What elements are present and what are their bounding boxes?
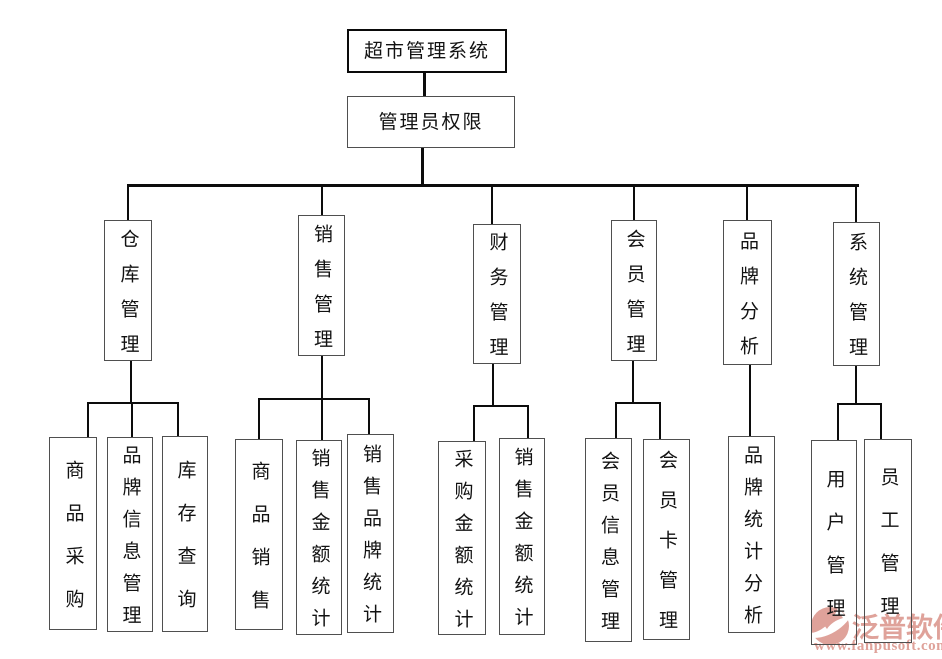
connector-line — [473, 405, 529, 407]
node-label: 品牌分析 — [737, 230, 758, 371]
connector-line — [749, 365, 751, 436]
node-inventory-query: 库存查询 — [162, 436, 208, 632]
connector-line — [177, 402, 179, 436]
connector-line — [837, 403, 882, 405]
node-member-info-management: 会员信息管理 — [585, 438, 632, 643]
connector-line — [321, 398, 323, 440]
node-member-card-management: 会员卡管理 — [643, 439, 690, 650]
node-label: 采购金额统计 — [451, 448, 473, 641]
node-goods-purchase: 商品采购 — [49, 437, 97, 632]
node-system-management: 系统管理 — [833, 222, 880, 372]
node-label: 销售品牌统计 — [360, 444, 381, 636]
node-purchase-amount-statistics: 采购金额统计 — [438, 441, 486, 641]
connector-main-horizontal — [127, 184, 859, 187]
node-label: 会员信息管理 — [598, 450, 619, 643]
connector-line — [880, 403, 882, 439]
connector-line — [473, 405, 475, 441]
watermark-brand-text: 泛普软件 — [852, 613, 942, 643]
connector-line — [491, 186, 493, 224]
connector-line — [321, 186, 323, 215]
node-label: 品牌统计分析 — [741, 445, 762, 637]
connector-line — [527, 405, 529, 438]
connector-line — [492, 364, 494, 405]
node-sales-management: 销售管理 — [298, 215, 345, 364]
node-brand-info-management: 品牌信息管理 — [107, 437, 153, 637]
connector-line — [131, 402, 133, 437]
node-sales-amount-statistics-finance: 销售金额统计 — [499, 438, 545, 639]
node-label: 商品销售 — [248, 460, 270, 633]
node-warehouse-management: 仓库管理 — [104, 220, 152, 369]
connector-line — [87, 402, 89, 437]
node-label: 管理员权限 — [378, 111, 484, 133]
node-label: 库存查询 — [174, 460, 196, 632]
node-label: 员工管理 — [877, 467, 899, 639]
connector-root-admin — [423, 73, 426, 97]
connector-line — [659, 402, 661, 439]
node-brand-statistics-analysis: 品牌统计分析 — [728, 436, 775, 637]
node-sales-amount-statistics: 销售金额统计 — [296, 440, 342, 640]
connector-line — [87, 402, 179, 404]
node-label: 会员卡管理 — [656, 450, 677, 650]
connector-line — [633, 186, 635, 220]
node-label: 财务管理 — [486, 232, 508, 372]
node-brand-analysis: 品牌分析 — [723, 220, 772, 371]
node-staff-management: 员工管理 — [864, 439, 912, 643]
node-label: 销售金额统计 — [308, 448, 330, 640]
connector-line — [368, 398, 370, 434]
connector-line — [258, 398, 260, 439]
node-member-management: 会员管理 — [611, 220, 657, 369]
node-finance-management: 财务管理 — [473, 224, 521, 372]
node-user-management: 用户管理 — [811, 440, 857, 645]
connector-line — [746, 186, 748, 220]
node-label: 系统管理 — [846, 232, 867, 372]
connector-line — [127, 186, 129, 220]
node-label: 商品采购 — [62, 459, 84, 632]
node-label: 超市管理系统 — [363, 40, 490, 62]
connector-line — [855, 366, 857, 403]
fanpu-logo-icon — [811, 607, 849, 645]
connector-line — [321, 356, 323, 398]
connector-line — [615, 402, 661, 404]
connector-line — [837, 403, 839, 440]
connector-line — [130, 361, 132, 402]
node-sales-brand-statistics: 销售品牌统计 — [347, 434, 394, 636]
node-administrator-permissions: 管理员权限 — [347, 96, 515, 148]
watermark: 泛普软件 www.fanpusoft.com — [806, 600, 942, 659]
node-label: 销售金额统计 — [511, 447, 533, 639]
node-label: 销售管理 — [311, 223, 332, 364]
connector-admin-mainline — [421, 148, 424, 186]
node-supermarket-management-system: 超市管理系统 — [347, 29, 507, 73]
node-label: 会员管理 — [623, 228, 645, 369]
connector-line — [855, 186, 857, 222]
node-label: 用户管理 — [823, 468, 845, 641]
node-goods-sales: 商品销售 — [235, 439, 283, 633]
connector-line — [258, 398, 370, 400]
connector-line — [632, 361, 634, 402]
node-label: 仓库管理 — [117, 228, 139, 369]
connector-line — [615, 402, 617, 438]
node-label: 品牌信息管理 — [119, 445, 141, 637]
